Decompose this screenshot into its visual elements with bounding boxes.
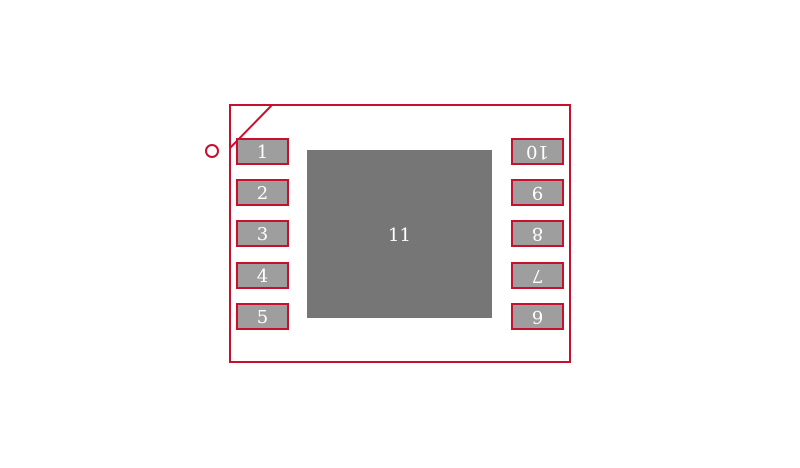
pad-3-body bbox=[236, 220, 289, 247]
pad-1-label: 1 bbox=[257, 142, 268, 163]
pad-8-body bbox=[511, 220, 564, 247]
pad-2-body bbox=[236, 179, 289, 206]
pad-9-body bbox=[511, 179, 564, 206]
pad-5: 5 bbox=[236, 303, 289, 330]
pad-10: 10 bbox=[511, 138, 564, 165]
pad-10-label: 10 bbox=[526, 141, 549, 162]
pad-4-label: 4 bbox=[257, 266, 268, 287]
pad-1-body bbox=[236, 138, 289, 165]
pad-8: 8 bbox=[511, 220, 564, 247]
pad-1: 1 bbox=[236, 138, 289, 165]
thermal-pad bbox=[307, 150, 492, 318]
thermal-pad-label: 11 bbox=[388, 225, 411, 246]
pad-5-label: 5 bbox=[257, 307, 268, 328]
pad-3: 3 bbox=[236, 220, 289, 247]
pad-4-body bbox=[236, 262, 289, 289]
pad-2-label: 2 bbox=[257, 183, 268, 204]
pin1-circle-icon bbox=[205, 144, 219, 158]
package-outline bbox=[229, 104, 571, 363]
pad-7-body bbox=[511, 262, 564, 289]
pad-9-label: 9 bbox=[532, 182, 543, 203]
pad-6: 6 bbox=[511, 303, 564, 330]
pad-2: 2 bbox=[236, 179, 289, 206]
pad-9: 9 bbox=[511, 179, 564, 206]
pad-3-label: 3 bbox=[257, 224, 268, 245]
pad-5-body bbox=[236, 303, 289, 330]
pad-10-body bbox=[511, 138, 564, 165]
pad-7: 7 bbox=[511, 262, 564, 289]
pad-6-body bbox=[511, 303, 564, 330]
pad-7-label: 7 bbox=[532, 265, 543, 286]
pad-4: 4 bbox=[236, 262, 289, 289]
pad-6-label: 6 bbox=[532, 306, 543, 327]
pad-8-label: 8 bbox=[532, 223, 543, 244]
